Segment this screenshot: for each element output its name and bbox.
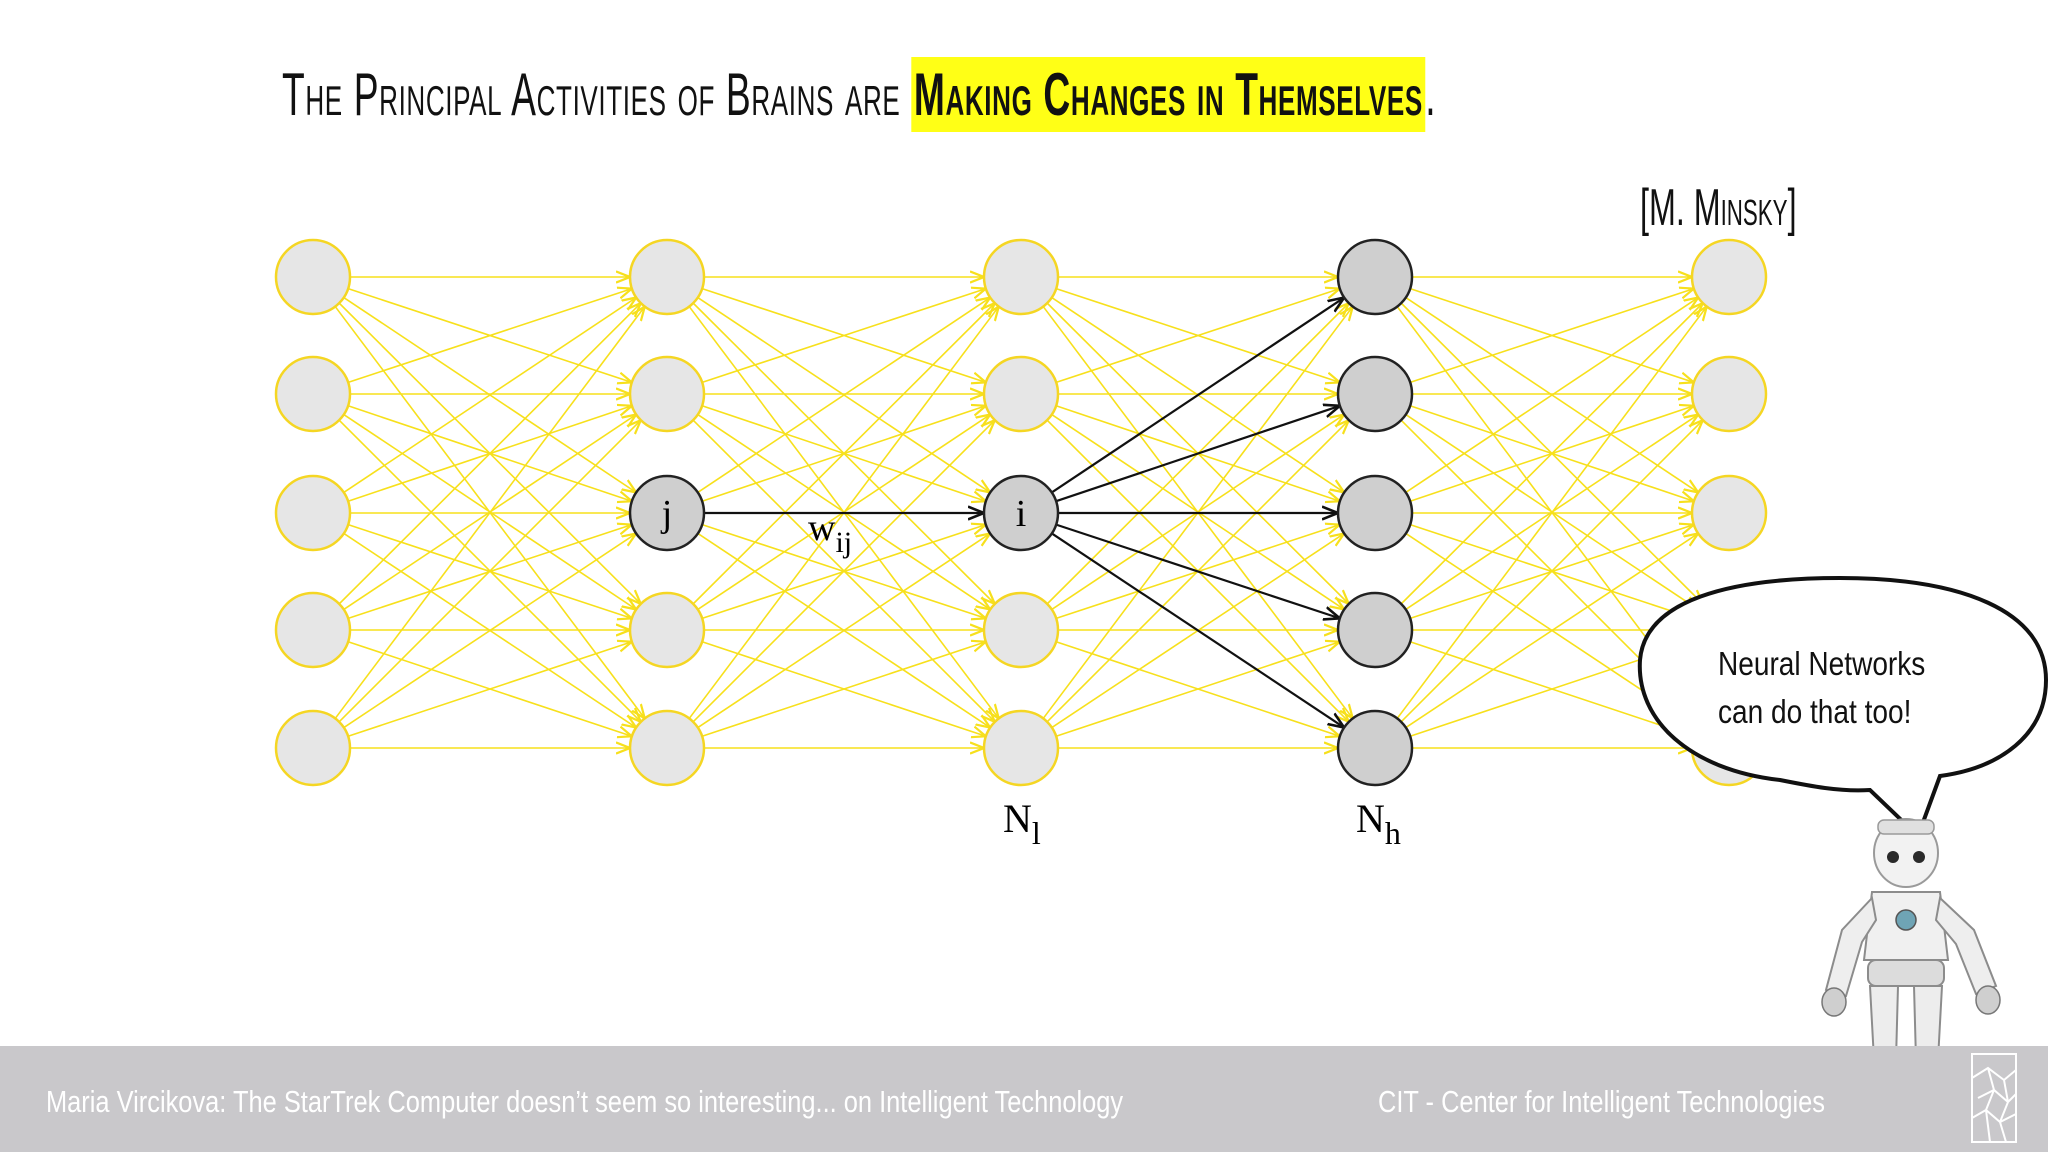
neuron-node [1336,238,1414,316]
connection-highlight [1055,523,1340,619]
weight-subscript: ij [835,526,852,559]
connection [701,642,986,738]
neuron-node [982,591,1060,669]
neuron-node [1690,238,1768,316]
connection [1409,289,1694,384]
title-prefix: The Principal Activities of Brains are [282,61,912,128]
neuron-node [982,474,1060,552]
title-suffix: . [1425,61,1437,128]
bubble-line-1: Neural Networks [1718,645,1926,682]
connection [692,303,995,605]
footer-presenter-text: Maria Vircikova: The StarTrek Computer d… [46,1084,1124,1119]
neuron-node [1690,474,1768,552]
neuron-node [982,238,1060,316]
connection [701,289,986,384]
neuron-node [1336,709,1414,787]
node-j-label: j [660,493,673,535]
connection [338,420,641,723]
neuron-node [982,355,1060,433]
diagram-labels: j i wij Nl Nh [660,493,1401,851]
connection [692,420,995,723]
neuron-node [628,238,706,316]
connection [347,289,632,384]
connection [343,298,636,494]
connection [1405,298,1698,494]
yellow-connections [334,277,1707,748]
quote-author: [M. Minsky] [1640,179,1797,237]
neuron-node [274,355,352,433]
highlighted-connections [704,298,1344,728]
node-i-label: i [1016,493,1027,535]
neuron-node [1690,355,1768,433]
nh-subscript: h [1385,815,1401,851]
neuron-node [274,591,352,669]
connection [1055,289,1340,384]
speech-bubble [1637,575,2048,840]
connection [1396,307,1707,719]
footer-bar: Maria Vircikova: The StarTrek Computer d… [0,1046,2048,1152]
connection [347,642,632,738]
connection [1055,642,1340,738]
footer-organization-text: CIT - Center for Intelligent Technologie… [1378,1084,1825,1119]
neuron-node [628,709,706,787]
weight-main: w [808,507,836,549]
connection [1400,303,1703,605]
neuron-node [628,474,706,552]
bubble-line-2: can do that too! [1718,693,1912,730]
connection-highlight [1051,532,1344,727]
neuron-node [1336,591,1414,669]
weight-label: wij [808,507,852,559]
layer-nh-label: Nh [1356,796,1401,851]
connection [697,533,990,729]
connection [1400,420,1703,723]
neuron-node [982,709,1060,787]
slide-title: The Principal Activities of Brains are M… [282,57,1436,170]
neuron-node [274,238,352,316]
layer-nl-label: Nl [1003,796,1041,851]
neuron-node [274,709,352,787]
connection [1405,533,1698,729]
neurons [274,238,1768,787]
speech-bubble-text: Neural Networks can do that too! [1718,640,1926,736]
neuron-node [1336,474,1414,552]
connection [697,298,990,494]
neuron-node [274,474,352,552]
connection [343,533,636,729]
nl-main: N [1003,796,1032,841]
nl-subscript: l [1032,815,1041,851]
title-highlight: Making Changes in Themselves [911,57,1426,132]
connection-highlight [1051,298,1344,494]
nh-main: N [1356,796,1385,841]
neuron-node [628,591,706,669]
neuron-node [1336,355,1414,433]
connection-highlight [1055,406,1340,503]
neuron-node [628,355,706,433]
cit-logo-icon [1971,1053,2017,1143]
connection [338,303,641,605]
connection [334,307,645,719]
